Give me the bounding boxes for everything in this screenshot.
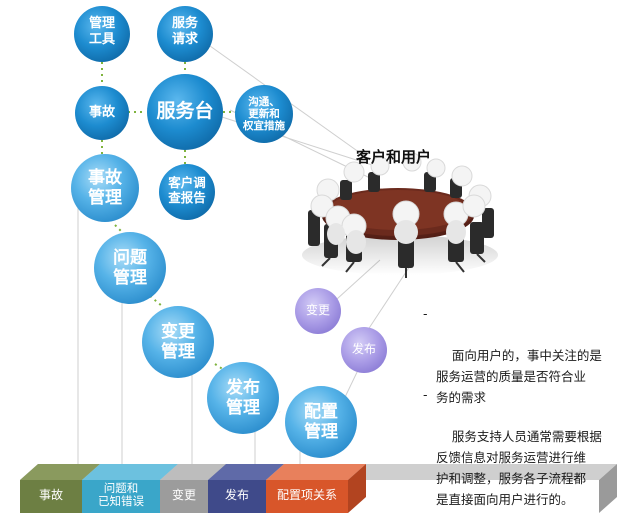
bar-change: 变更	[171, 488, 196, 502]
note-1: - 面向用户的，事中关注的是 服务运营的质量是否符合业 务的需求	[423, 303, 602, 429]
communicate-label: 沟通、 更新和 权宜措施	[243, 96, 285, 133]
circles-layer	[71, 6, 387, 458]
bar-release: 发布	[224, 488, 249, 502]
config-mgmt-circle	[285, 386, 357, 458]
note-2: - 服务支持人员通常需要根据 反馈信息对服务运营进行维 护和调整，服务各子流程都…	[423, 384, 602, 531]
note-1-text: 面向用户的，事中关注的是 服务运营的质量是否符合业 务的需求	[436, 348, 602, 405]
change-small-circle	[295, 288, 341, 334]
bar-incident: 事故	[38, 488, 63, 502]
tools-label: 管理 工具	[88, 16, 115, 47]
problem-mgmt-label: 问题 管理	[113, 248, 147, 289]
tools-circle	[74, 6, 130, 62]
incident-label: 事故	[88, 105, 115, 120]
note-2-dash: -	[423, 387, 428, 402]
request-circle	[157, 6, 213, 62]
problem-mgmt-circle	[94, 232, 166, 304]
release-mgmt-circle	[207, 362, 279, 434]
meeting-table-illustration	[302, 152, 498, 278]
release-small-circle	[341, 327, 387, 373]
incident-mgmt-label: 事故 管理	[88, 168, 122, 209]
release-small-label: 发布	[351, 342, 376, 356]
survey-label: 客户调 查报告	[168, 175, 206, 205]
communicate-circle	[235, 85, 293, 143]
release-mgmt-label: 发布 管理	[226, 378, 260, 419]
note-2-text: 服务支持人员通常需要根据 反馈信息对服务运营进行维 护和调整，服务各子流程都 是…	[436, 429, 602, 507]
bar-problem-known-error: 问题和 已知错误	[98, 481, 144, 509]
service-desk-label: 服务台	[156, 100, 214, 122]
bottom-bar	[20, 464, 617, 513]
service-desk-circle	[147, 74, 223, 150]
incident-circle	[75, 86, 129, 140]
incident-mgmt-circle	[71, 154, 139, 222]
request-label: 服务 请求	[171, 16, 198, 47]
bar-config-relations: 配置项关系	[276, 488, 337, 502]
change-mgmt-circle	[142, 306, 214, 378]
change-mgmt-label: 变更 管理	[161, 322, 195, 363]
config-mgmt-label: 配置 管理	[304, 402, 338, 443]
survey-circle	[159, 164, 215, 220]
note-1-dash: -	[423, 306, 428, 321]
customers-title: 客户和用户	[356, 148, 432, 166]
change-small-label: 变更	[305, 303, 330, 317]
